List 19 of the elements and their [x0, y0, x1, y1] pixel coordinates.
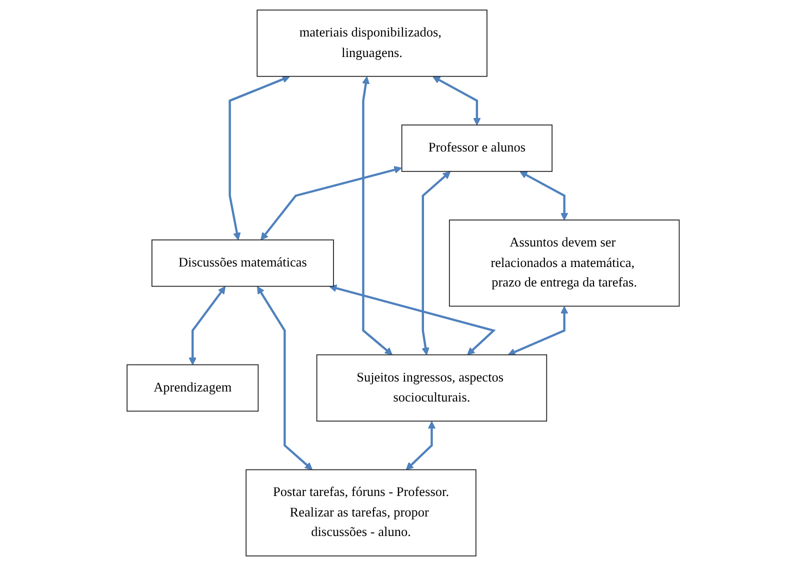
arrow: [260, 166, 402, 240]
node-box: [256, 10, 488, 77]
arrow: [422, 171, 450, 356]
concept-diagram: materiais disponibilizados, linguagens. Professor e alunos Discussões matemáticas Aprendizagem Assuntos devem ser relacionados a matemática, prazo de entrega da tarefas. Sujeitos ingressos, aspectos socioculturais. Postar tarefas, fóruns - Professor. Realizar as tarefas, propor discussões - aluno.: [120, 3, 686, 563]
node-box: [316, 354, 547, 422]
node-box: [126, 364, 258, 412]
arrow: [228, 76, 290, 240]
node-box: [448, 220, 680, 307]
arrow: [508, 306, 568, 356]
node-box: [246, 469, 476, 556]
arrow: [519, 171, 568, 220]
arrow: [432, 76, 481, 126]
arrow: [256, 286, 312, 470]
node-box: [401, 124, 552, 172]
arrow: [188, 286, 226, 366]
node-box: [151, 239, 334, 287]
arrow: [328, 284, 496, 356]
arrow: [406, 421, 436, 470]
arrow: [362, 76, 392, 356]
